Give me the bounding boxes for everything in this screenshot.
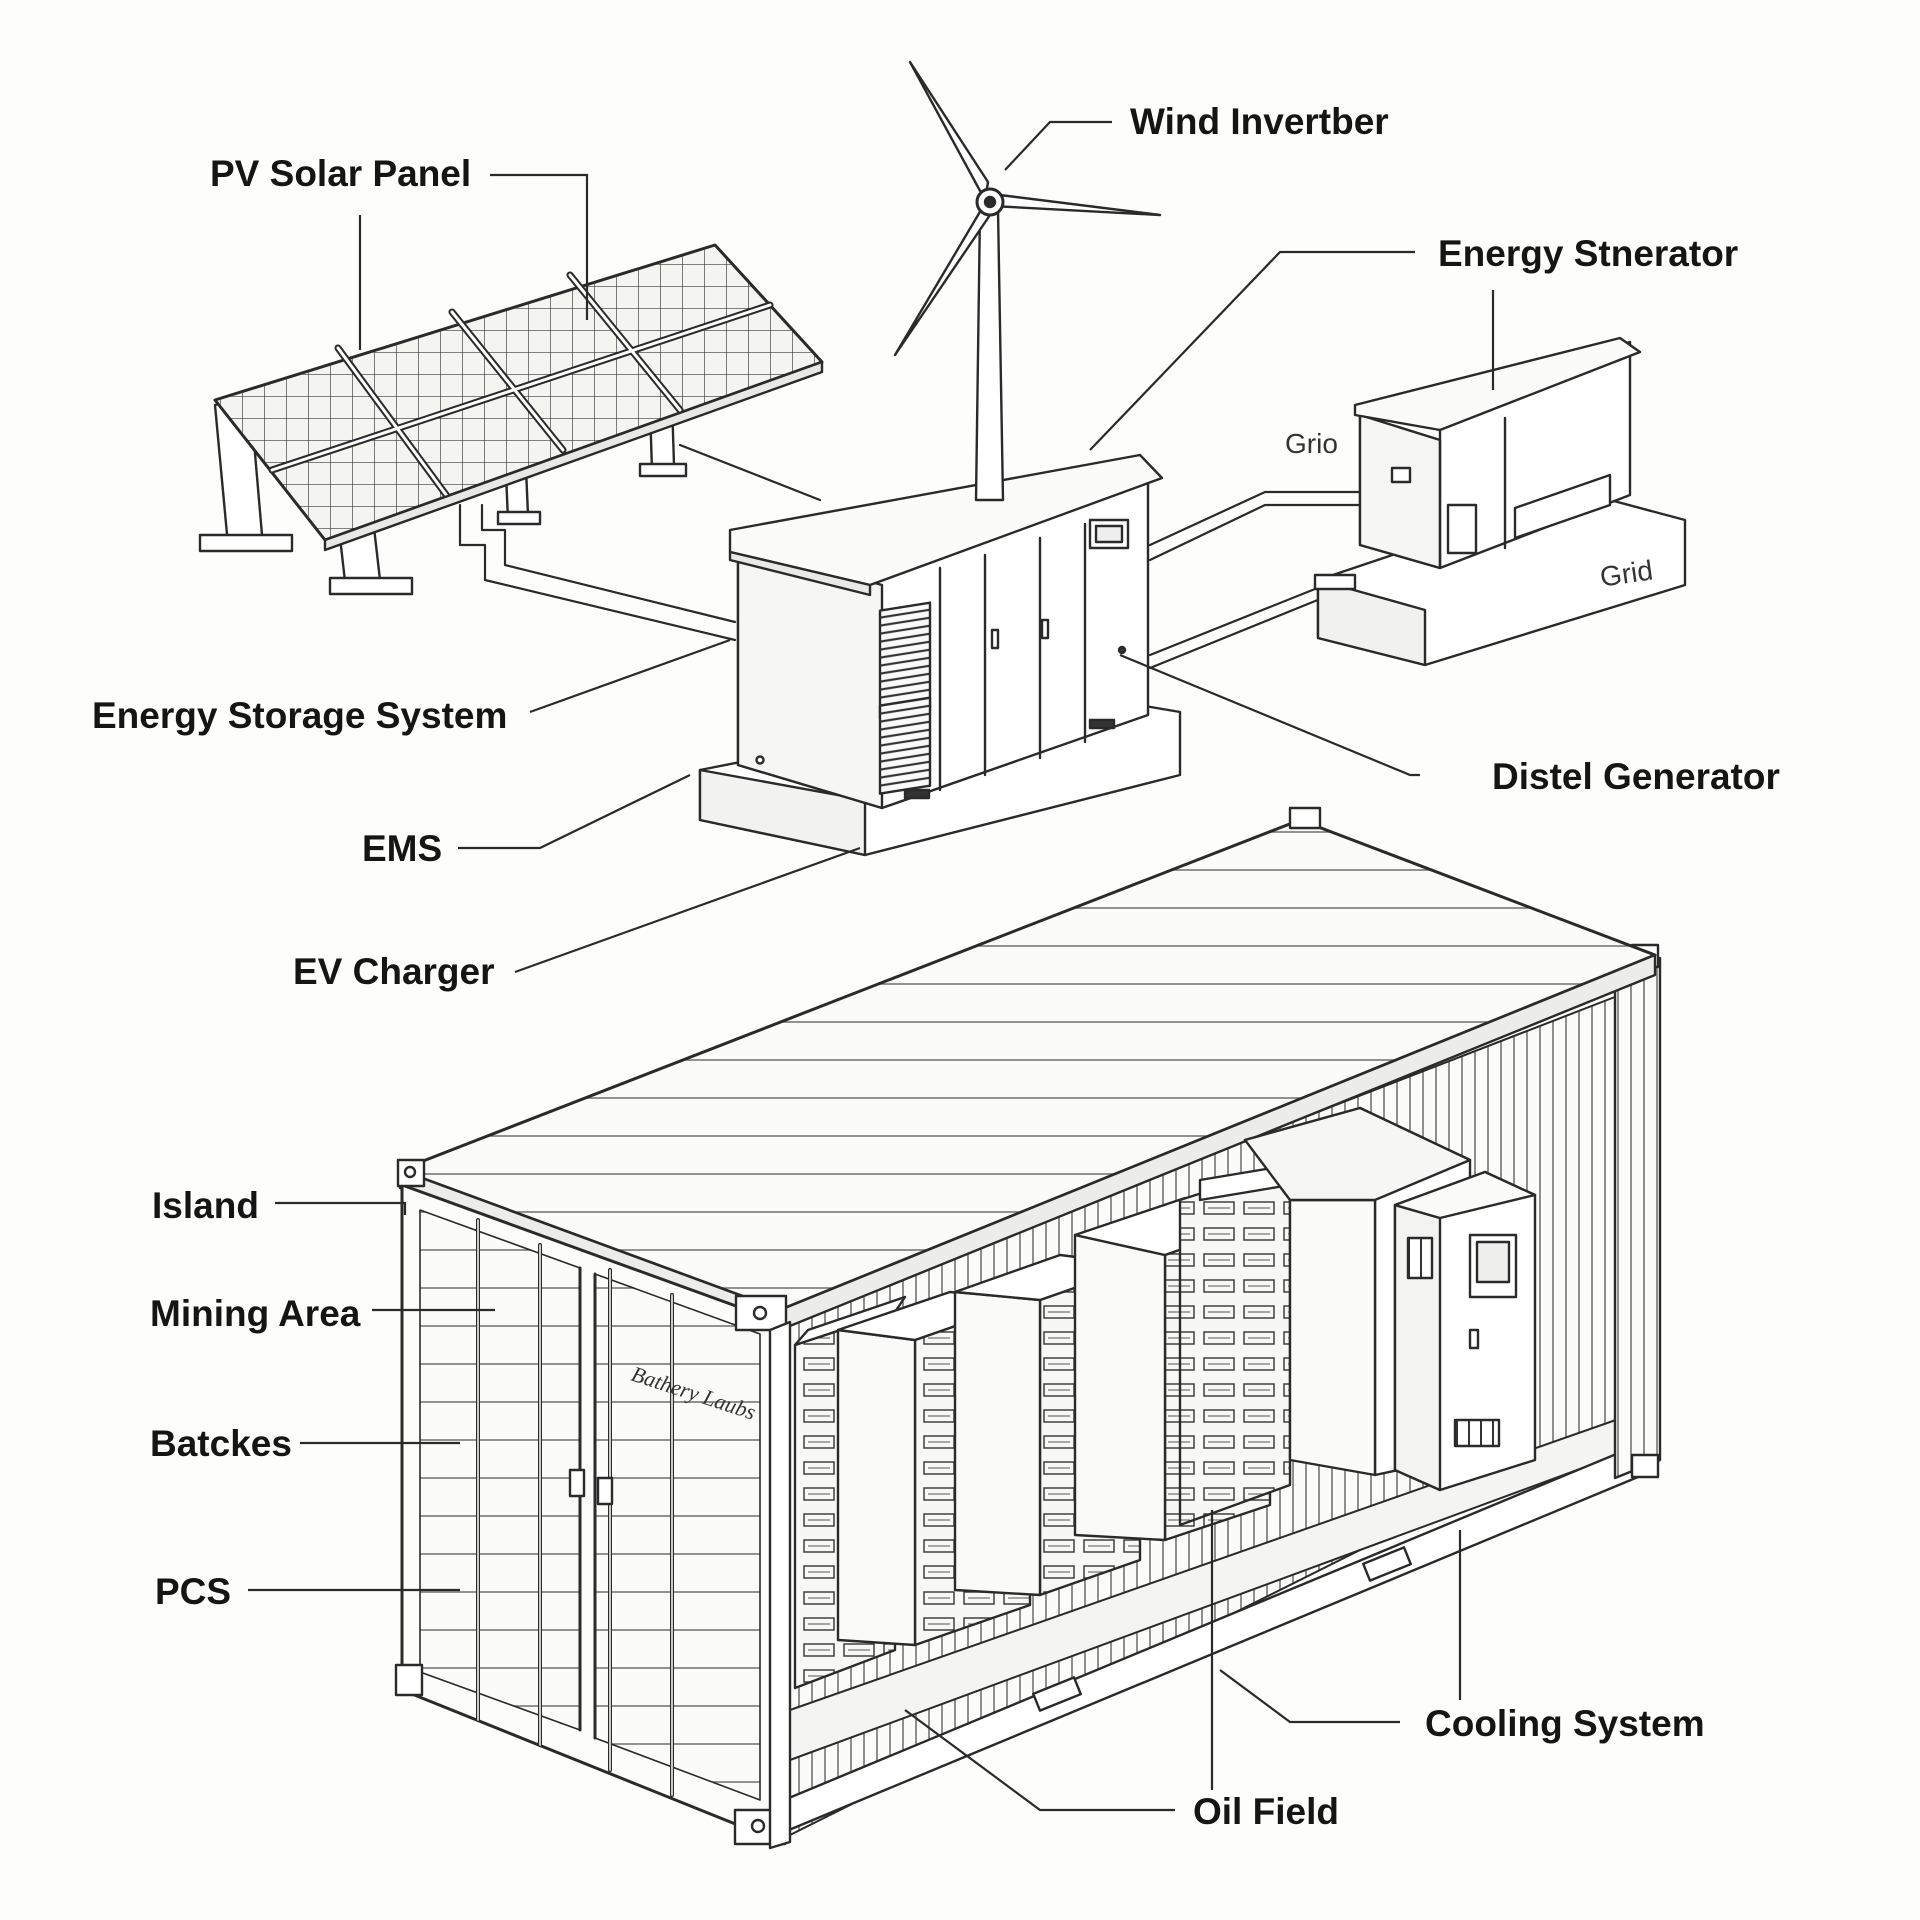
label-pcs: PCS bbox=[155, 1571, 232, 1612]
label-pv-solar-panel: PV Solar Panel bbox=[210, 153, 472, 194]
pcs-cabinet bbox=[1393, 1170, 1537, 1492]
label-grid-right: Grid bbox=[1598, 554, 1655, 593]
battery-racks bbox=[793, 1163, 1292, 1690]
label-island: Island bbox=[152, 1185, 259, 1226]
label-energy-storage-system: Energy Storage System bbox=[92, 695, 508, 736]
pv-solar-array bbox=[198, 243, 824, 596]
grid-generator-unit bbox=[1313, 336, 1687, 667]
energy-storage-cabinet bbox=[698, 453, 1182, 857]
leader-lines bbox=[248, 120, 1495, 1812]
label-diesel-generator: Distel Generator bbox=[1492, 756, 1780, 797]
label-mining-area: Mining Area bbox=[150, 1293, 361, 1334]
label-ev-charger: EV Charger bbox=[293, 951, 495, 992]
battery-rack bbox=[1178, 1163, 1292, 1527]
label-energy-stnerator: Energy Stnerator bbox=[1438, 233, 1739, 274]
label-ems: EMS bbox=[362, 828, 443, 869]
label-oil-field: Oil Field bbox=[1193, 1791, 1339, 1832]
label-wind-inverter: Wind Invertber bbox=[1130, 101, 1389, 142]
label-grid-left: Grio bbox=[1285, 428, 1338, 459]
label-batches: Batckes bbox=[150, 1423, 292, 1464]
wind-turbine bbox=[893, 60, 1162, 502]
label-cooling-system: Cooling System bbox=[1425, 1703, 1705, 1744]
